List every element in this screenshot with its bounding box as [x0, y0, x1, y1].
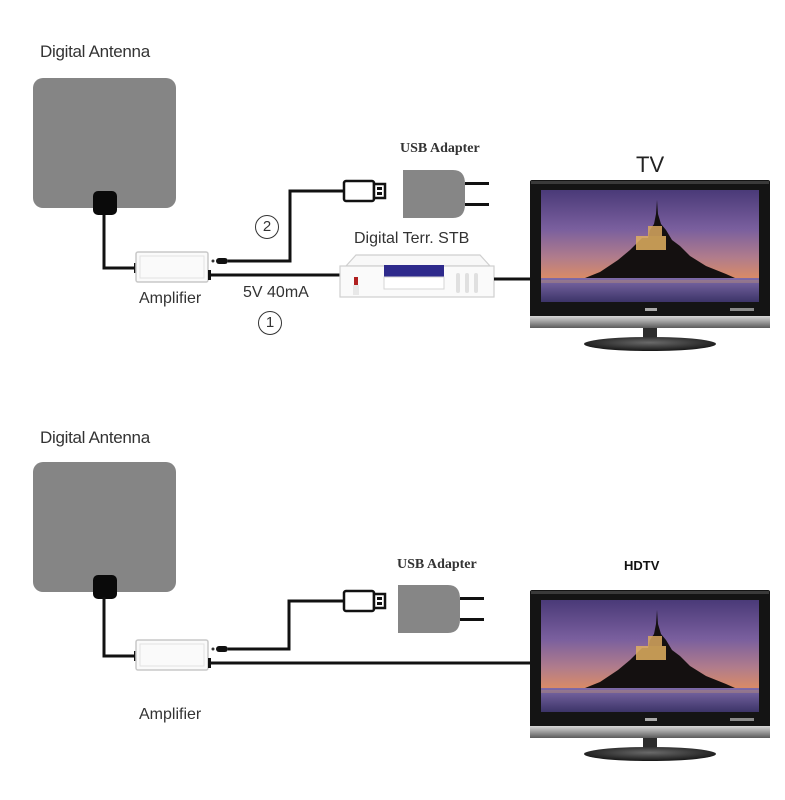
hdtv [530, 590, 770, 761]
amplifier-box [135, 639, 209, 671]
usb-adapter [398, 585, 484, 633]
usb-adapter-label: USB Adapter [397, 557, 477, 572]
usb-plug [342, 179, 387, 203]
wiring-diagram-2 [33, 462, 770, 761]
antenna-cable [102, 215, 136, 270]
amplifier-label: Amplifier [139, 290, 202, 307]
diagram-panel-direct-hdtv: Digital Antenna Amplifier USB Adapter HD… [0, 390, 785, 790]
antenna-label: Digital Antenna [40, 428, 150, 447]
antenna-cable [102, 597, 136, 658]
stb-display [384, 265, 444, 277]
usb-power-cable [228, 189, 344, 263]
amplifier-box [135, 251, 209, 283]
stb-label: Digital Terr. STB [354, 230, 470, 247]
diagram-panel-with-stb: Digital Antenna Amplifier USB Adapter Di… [33, 42, 770, 351]
hdtv-label: HDTV [624, 558, 660, 573]
usb-power-cable [228, 599, 344, 651]
dc-jack-connector [216, 258, 228, 264]
amplifier-label: Amplifier [139, 706, 202, 723]
usb-plug [342, 589, 387, 613]
dc-jack-connector [216, 646, 228, 652]
tv [530, 180, 770, 351]
usb-adapter [403, 170, 489, 218]
tv-label: TV [636, 152, 665, 177]
step-1-badge: 1 [258, 311, 282, 335]
set-top-box [339, 254, 495, 298]
antenna-panel [33, 462, 176, 599]
power-spec-label: 5V 40mA [243, 284, 309, 301]
stb-led [354, 277, 358, 285]
wiring-diagram-1 [33, 78, 770, 351]
antenna-panel [33, 78, 176, 215]
usb-adapter-label: USB Adapter [400, 141, 480, 156]
antenna-label: Digital Antenna [40, 42, 150, 61]
step-2-badge: 2 [255, 215, 279, 239]
